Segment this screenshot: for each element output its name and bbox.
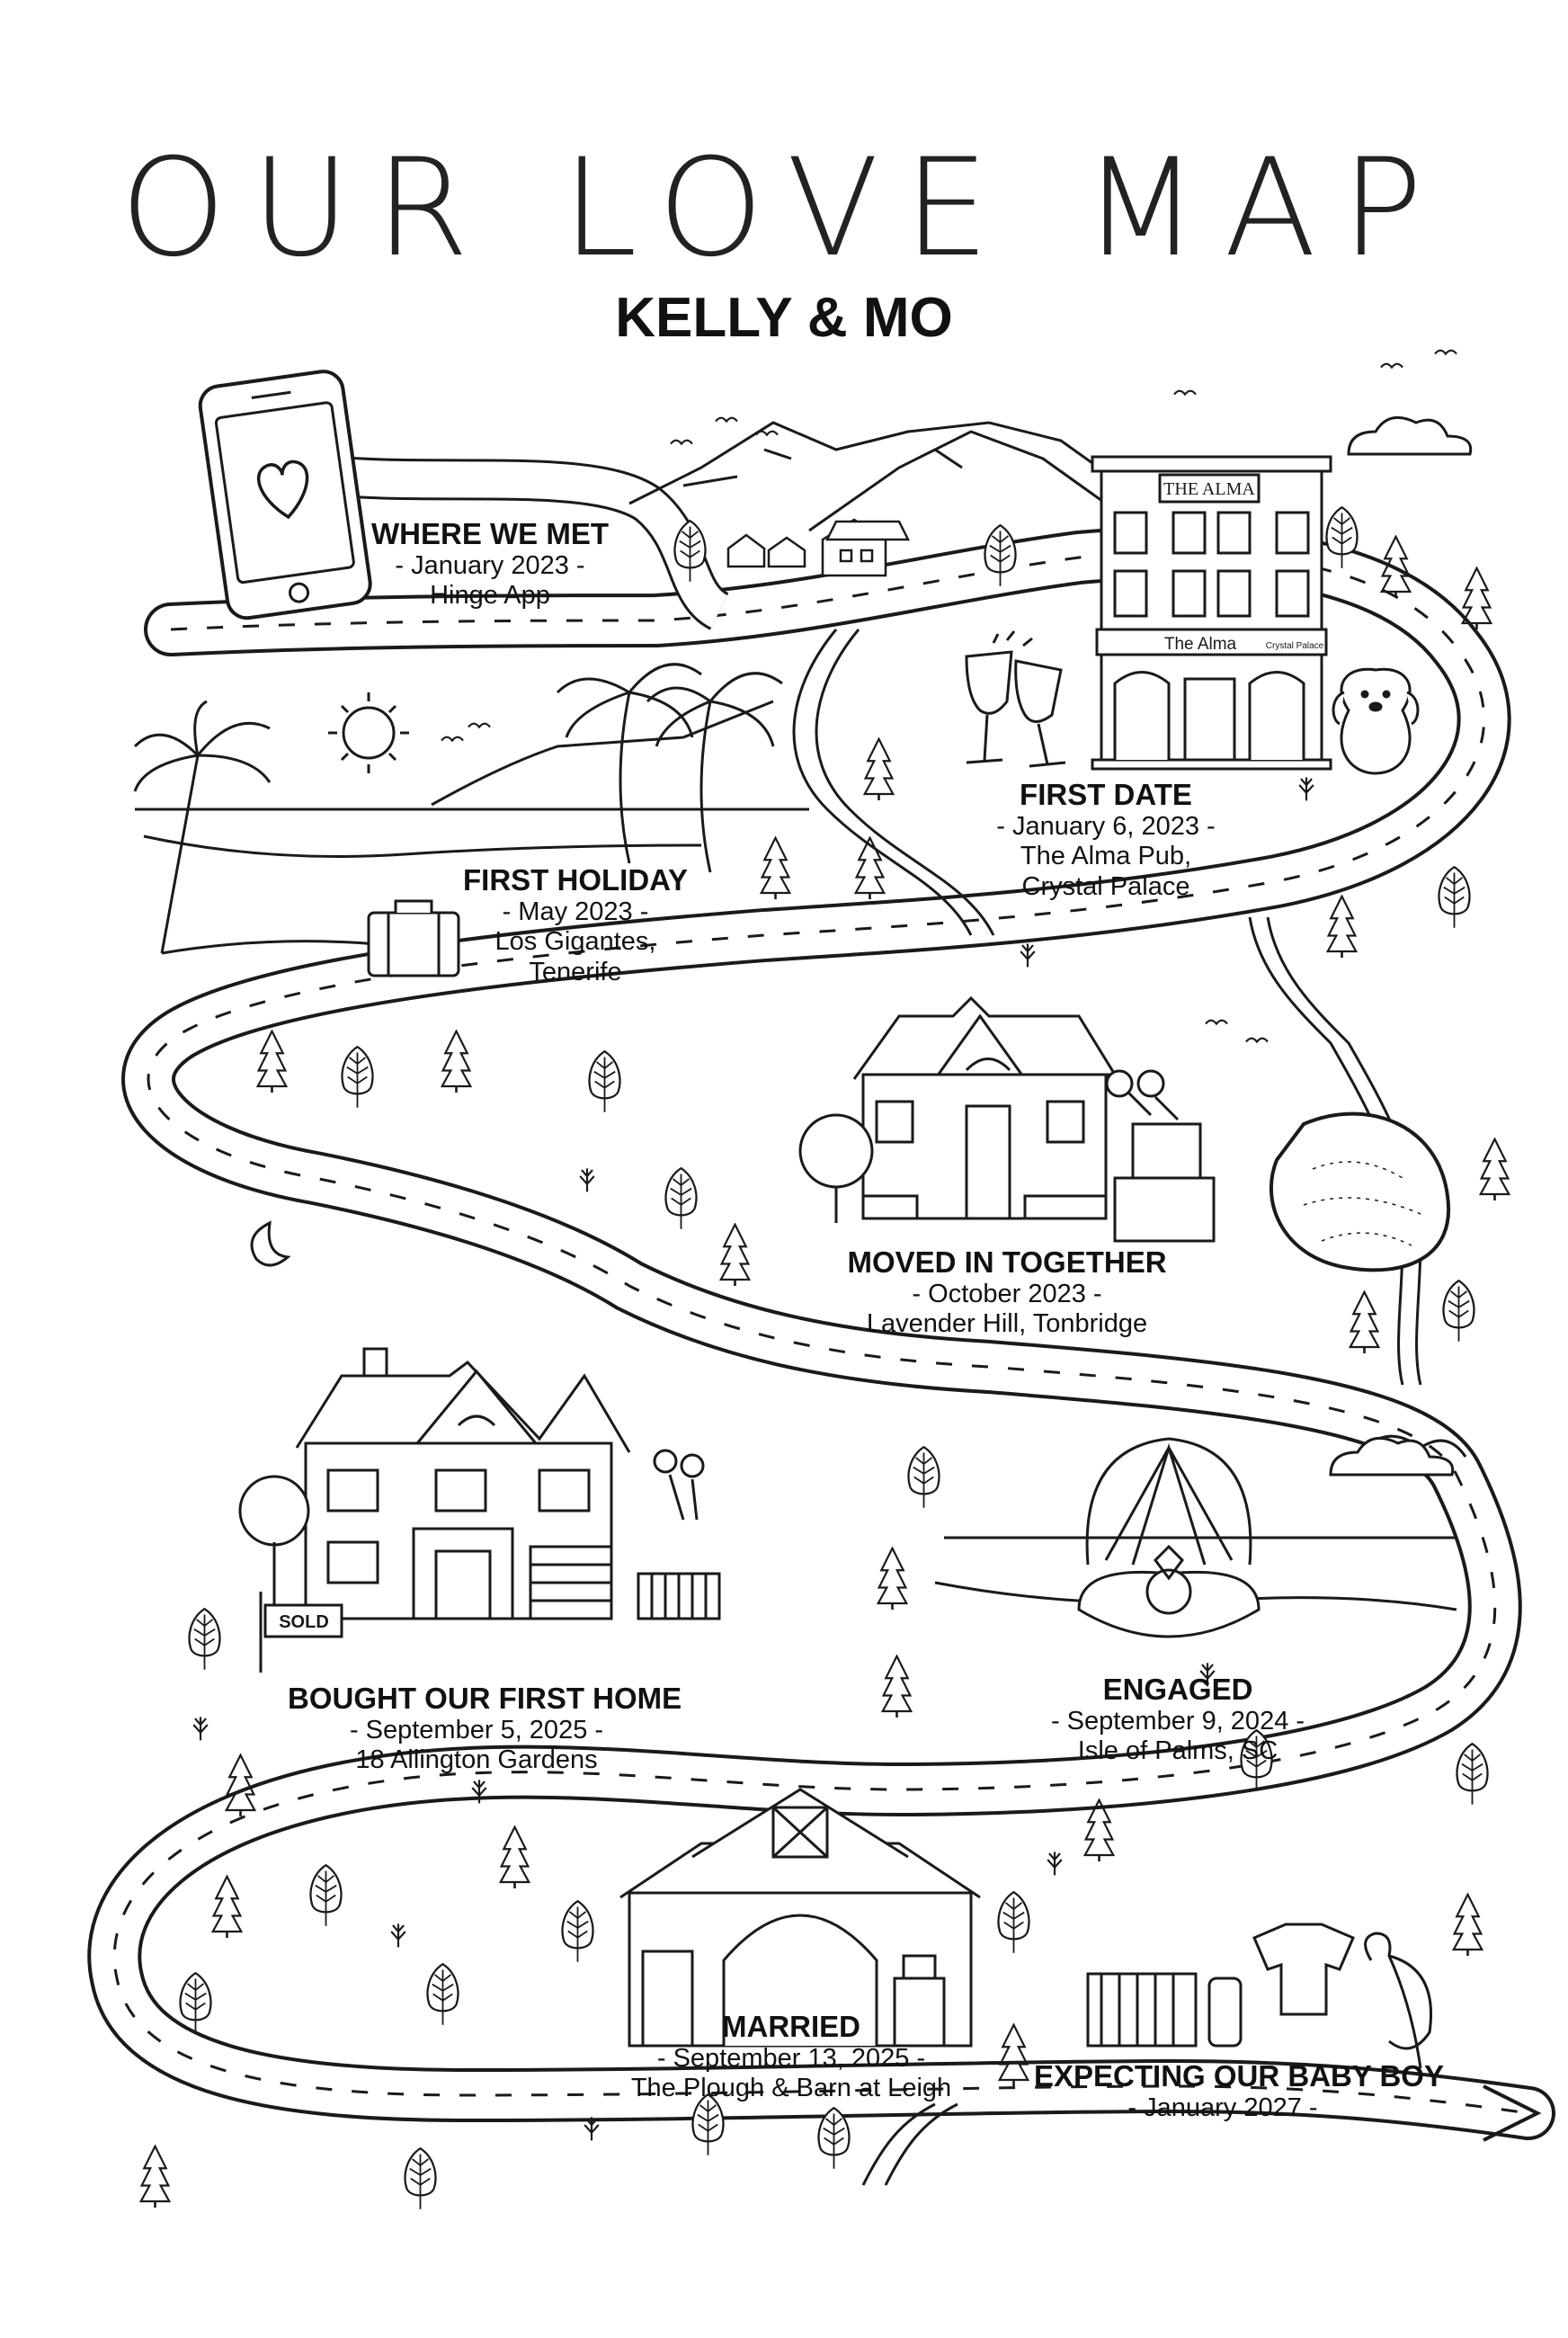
page-title: OUR LOVE MAP	[120, 130, 1448, 287]
milestone-first-date: FIRST DATE - January 6, 2023 - The Alma …	[971, 778, 1241, 902]
milestone-title: FIRST HOLIDAY	[463, 863, 688, 897]
mountains-icon	[628, 421, 1125, 532]
suitcase-icon	[367, 899, 460, 977]
milestone-place: Crystal Palace	[1021, 871, 1190, 901]
pond-icon	[1269, 1111, 1451, 1272]
milestone-place: The Alma Pub,	[1020, 842, 1192, 871]
milestone-first-home: BOUGHT OUR FIRST HOME - September 5, 202…	[288, 1682, 682, 1776]
milestone-place: 18 Allington Gardens	[355, 1745, 598, 1775]
milestone-title: MOVED IN TOGETHER	[847, 1245, 1167, 1279]
milestone-title: ENGAGED	[1102, 1673, 1253, 1706]
moon-icon	[250, 1220, 291, 1267]
milestone-baby: EXPECTING OUR BABY BOY - January 2027 -	[1034, 2059, 1444, 2123]
milestone-title: WHERE WE MET	[371, 517, 609, 550]
milestone-place: Hinge App	[430, 581, 550, 611]
couple-names: KELLY & MO	[615, 287, 953, 349]
winding-road	[87, 456, 1555, 2142]
tree-round-icon	[798, 1113, 874, 1223]
baby-items-icon	[1086, 1923, 1432, 2069]
dog-icon	[1332, 667, 1420, 775]
milestone-place: Lavender Hill, Tonbridge	[866, 1309, 1148, 1339]
milestone-date: - September 9, 2024 -	[1050, 1706, 1305, 1736]
milestone-first-holiday: FIRST HOLIDAY - May 2023 - Los Gigantes,…	[450, 863, 701, 987]
milestone-date: - September 5, 2025 -	[349, 1715, 604, 1745]
milestone-where-we-met: WHERE WE MET - January 2023 - Hinge App	[355, 517, 625, 611]
palm-beach-icon	[133, 663, 809, 955]
wine-glasses-icon	[965, 630, 1066, 768]
pub-sign-front: The Alma	[1164, 635, 1237, 654]
milestone-date: - October 2023 -	[912, 1279, 1102, 1308]
milestone-title: FIRST DATE	[1020, 778, 1192, 811]
big-house-sold-icon	[238, 1347, 721, 1673]
milestone-married: MARRIED - September 13, 2025 - The Ploug…	[620, 2010, 962, 2104]
milestone-date: - January 2027 -	[1127, 2093, 1318, 2122]
milestone-date: - January 2023 -	[395, 550, 585, 580]
phone-heart-icon	[198, 370, 372, 620]
milestone-date: - January 6, 2023 -	[996, 811, 1216, 841]
milestone-place: Los Gigantes,	[494, 927, 656, 957]
milestone-date: - September 13, 2025 -	[656, 2043, 926, 2073]
milestone-title: EXPECTING OUR BABY BOY	[1034, 2059, 1444, 2093]
milestone-place: The Plough & Barn at Leigh	[630, 2074, 952, 2103]
milestone-title: BOUGHT OUR FIRST HOME	[288, 1682, 682, 1715]
milestone-engaged: ENGAGED - September 9, 2024 - Isle of Pa…	[1034, 1673, 1322, 1767]
pub-sign-top: THE ALMA	[1163, 479, 1255, 499]
milestone-date: - May 2023 -	[502, 897, 649, 926]
pub-sign-small: Crystal Palace	[1266, 641, 1324, 651]
milestone-title: MARRIED	[722, 2010, 860, 2043]
small-houses-icon	[726, 518, 911, 577]
sold-sign: SOLD	[279, 1612, 329, 1632]
milestone-place: Tenerife	[529, 957, 622, 986]
barn-arch-icon	[619, 1788, 981, 2048]
milestone-moved-in: MOVED IN TOGETHER - October 2023 - Laven…	[836, 1245, 1178, 1340]
milestone-place: Isle of Palms, SC	[1077, 1736, 1278, 1766]
pub-building-icon	[1091, 455, 1332, 771]
clouds-icon	[1329, 415, 1473, 1477]
house-keys-boxes-icon	[852, 995, 1216, 1243]
